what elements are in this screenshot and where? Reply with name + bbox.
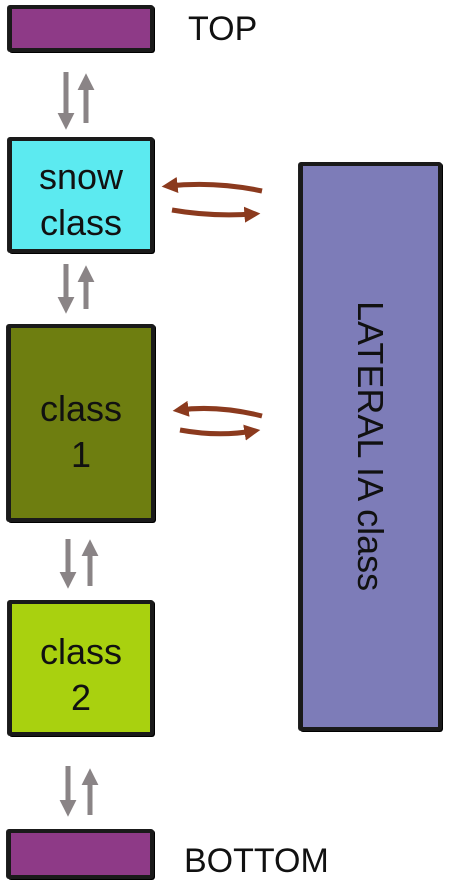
top-label: TOP xyxy=(188,10,258,48)
snow-lateral-exchange-arrows-icon xyxy=(161,177,263,223)
class-2-box: class 2 xyxy=(8,600,154,736)
lateral-ia-class-box: LATERAL IA class xyxy=(299,162,442,731)
bottom-label: BOTTOM xyxy=(184,842,329,880)
class-1-box: class 1 xyxy=(7,324,155,522)
lateral-ia-class-label: LATERAL IA class xyxy=(350,301,391,592)
snow-class1-vertical-arrows-icon xyxy=(57,264,95,314)
class1-class2-vertical-arrows-icon xyxy=(59,539,99,589)
snow-class-box: snow class xyxy=(8,137,154,253)
top-snow-vertical-arrows-icon xyxy=(57,72,95,130)
bottom-boundary-box xyxy=(7,829,154,879)
class-1-label: class 1 xyxy=(39,388,123,475)
class-2-label: class 2 xyxy=(39,631,123,718)
snow-class-label: snow class xyxy=(38,156,124,243)
class2-bottom-vertical-arrows-icon xyxy=(59,766,99,817)
class1-lateral-exchange-arrows-icon xyxy=(172,400,263,441)
top-boundary-box xyxy=(8,5,154,52)
